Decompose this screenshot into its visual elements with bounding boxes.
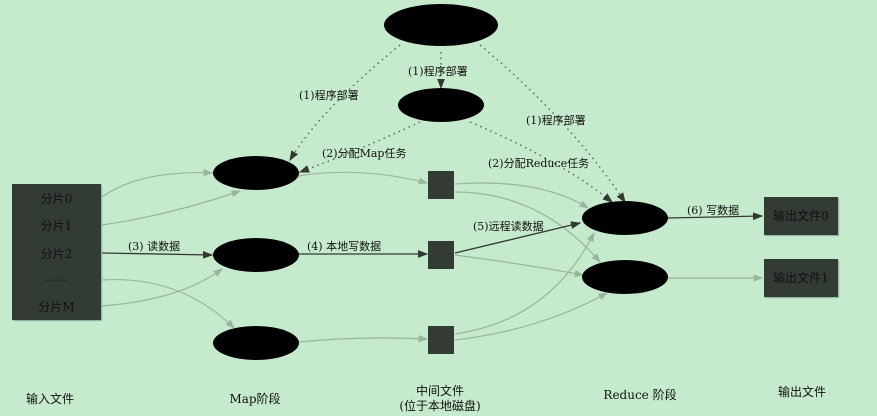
- edge-int0-reduce0: [454, 182, 590, 209]
- intermediate-file-1: [428, 241, 454, 269]
- label-write-data: (6) 写数据: [687, 204, 740, 217]
- label-deploy-center: (1)程序部署: [408, 65, 468, 78]
- output-file-1: 输出文件1: [764, 259, 838, 297]
- footer-output: 输出文件: [777, 385, 826, 399]
- edge-deploy-to-map: [289, 44, 401, 162]
- label-local-write: (4) 本地写数据: [307, 240, 382, 253]
- edge-assign-map: [298, 121, 421, 173]
- footer-input: 输入文件: [25, 392, 74, 406]
- edge-int1-reduce1: [454, 254, 585, 277]
- edge-split1-map0: [101, 190, 242, 226]
- footer-intermediate: 中间文件 (位于本地磁盘): [385, 384, 495, 414]
- edge-split2-map1: [101, 250, 214, 259]
- edge-int2-reduce0: [454, 231, 595, 335]
- edge-int2-reduce1: [454, 292, 609, 341]
- edge-map2-int2: [297, 335, 429, 343]
- edge-assign-reduce: [469, 121, 614, 203]
- label-assign-map: (2)分配Map任务: [322, 147, 407, 160]
- map-worker-2: [213, 326, 299, 360]
- label-read-data: (3) 读数据: [128, 240, 181, 253]
- label-deploy-left: (1)程序部署: [299, 89, 359, 102]
- edge-split0-map0: [101, 169, 214, 198]
- footer-reduce: Reduce 阶段: [603, 388, 677, 402]
- edge-deploy-to-reduce: [479, 44, 626, 204]
- split-item: 分片M: [38, 300, 75, 314]
- split-item: 分片1: [40, 219, 73, 233]
- reduce-worker-1: [582, 260, 668, 294]
- master-node: [398, 88, 484, 122]
- map-worker-0: [213, 156, 299, 190]
- label-deploy-right: (1)程序部署: [526, 114, 586, 127]
- intermediate-file-2: [428, 326, 454, 354]
- intermediate-file-0: [428, 171, 454, 199]
- footer-intermediate-line1: 中间文件: [415, 384, 464, 398]
- footer-map: Map阶段: [229, 392, 281, 406]
- reduce-worker-0: [582, 201, 668, 235]
- input-file-box: 分片0 分片1 分片2 …… 分片M: [12, 184, 101, 320]
- label-remote-read: (5)远程读数据: [473, 220, 544, 233]
- footer-intermediate-line2: (位于本地磁盘): [399, 399, 481, 413]
- edge-map0-int0: [297, 171, 429, 185]
- map-worker-1: [213, 238, 299, 272]
- edge-splitM-map1: [101, 268, 223, 307]
- label-assign-reduce: (2)分配Reduce任务: [488, 157, 590, 170]
- user-program-node: [384, 4, 498, 46]
- edge-int1-reduce0: [454, 221, 582, 254]
- split-item: 分片0: [40, 192, 73, 206]
- output-file-0: 输出文件0: [764, 197, 838, 235]
- edge-int0-reduce1: [454, 191, 601, 263]
- edge-reduce0-out0: [666, 212, 764, 221]
- split-item: 分片2: [40, 247, 73, 261]
- split-item: ……: [44, 270, 69, 284]
- edge-splitdots-map2: [101, 278, 235, 329]
